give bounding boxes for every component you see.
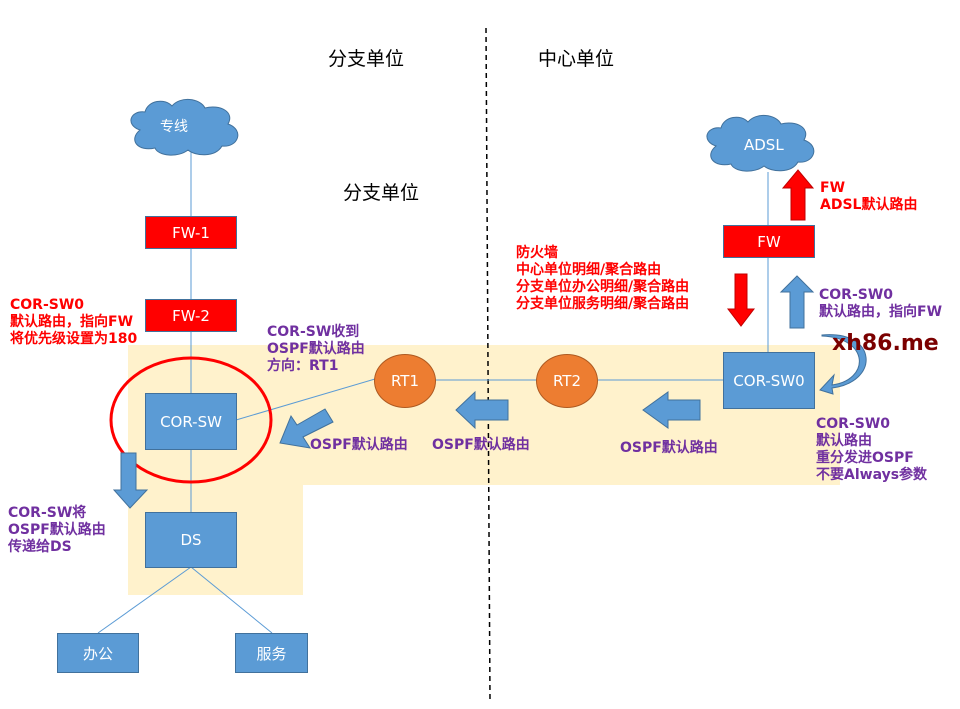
- arrow-up-to-fw-icon: [779, 275, 815, 329]
- arrow-up-red-icon: [781, 169, 815, 221]
- arrow-left-sw0-icon: [642, 391, 701, 429]
- service-node[interactable]: 服务: [235, 633, 308, 673]
- arrow-down-red-icon: [726, 273, 756, 327]
- rt1-node[interactable]: RT1: [374, 354, 436, 408]
- note-fw-adsl: FW ADSL默认路由: [820, 180, 918, 213]
- redistribute-curve-arrow-icon: [819, 334, 867, 395]
- office-node[interactable]: 办公: [57, 633, 139, 673]
- ds-node[interactable]: DS: [145, 512, 237, 568]
- arrow-down-to-ds-icon: [112, 452, 149, 509]
- fw-node[interactable]: FW: [723, 225, 815, 258]
- adsl-cloud-icon: [706, 115, 815, 172]
- note-ospf-2: OSPF默认路由: [432, 437, 530, 453]
- leased-line-label: 专线: [160, 119, 188, 135]
- note-ospf-1: OSPF默认路由: [310, 437, 408, 453]
- heading-center: 中心单位: [538, 48, 615, 70]
- note-cor-sw-pass: COR-SW将 OSPF默认路由 传递给DS: [8, 505, 106, 555]
- rt2-node[interactable]: RT2: [536, 354, 598, 408]
- watermark: xh86.me: [832, 331, 939, 356]
- note-redistribute: COR-SW0 默认路由 重分发进OSPF 不要Always参数: [816, 416, 928, 483]
- arrow-left-rt2-icon: [455, 390, 509, 430]
- heading-branch: 分支单位: [328, 48, 405, 70]
- adsl-label: ADSL: [744, 136, 784, 154]
- fw1-node[interactable]: FW-1: [145, 216, 237, 249]
- heading-branch-2: 分支单位: [343, 182, 420, 204]
- note-cor-sw0-static: COR-SW0 默认路由，指向FW 将优先级设置为180: [10, 297, 138, 347]
- leased-line-cloud-icon: [130, 99, 239, 156]
- highlight-ellipse: [109, 356, 273, 484]
- arrow-to-cor-sw-icon: [279, 408, 334, 449]
- note-cor-sw0-to-fw: COR-SW0 默认路由，指向FW: [819, 287, 943, 320]
- note-ospf-3: OSPF默认路由: [620, 440, 718, 456]
- note-cor-sw-receive: COR-SW收到 OSPF默认路由 方向：RT1: [267, 324, 365, 374]
- note-firewall: 防火墙 中心单位明细/聚合路由 分支单位办公明细/聚合路由 分支单位服务明细/聚…: [516, 245, 690, 312]
- fw2-node[interactable]: FW-2: [145, 299, 237, 332]
- cor-sw0-node[interactable]: COR-SW0: [723, 352, 815, 409]
- cor-sw-node[interactable]: COR-SW: [145, 393, 237, 450]
- divider: [485, 27, 491, 701]
